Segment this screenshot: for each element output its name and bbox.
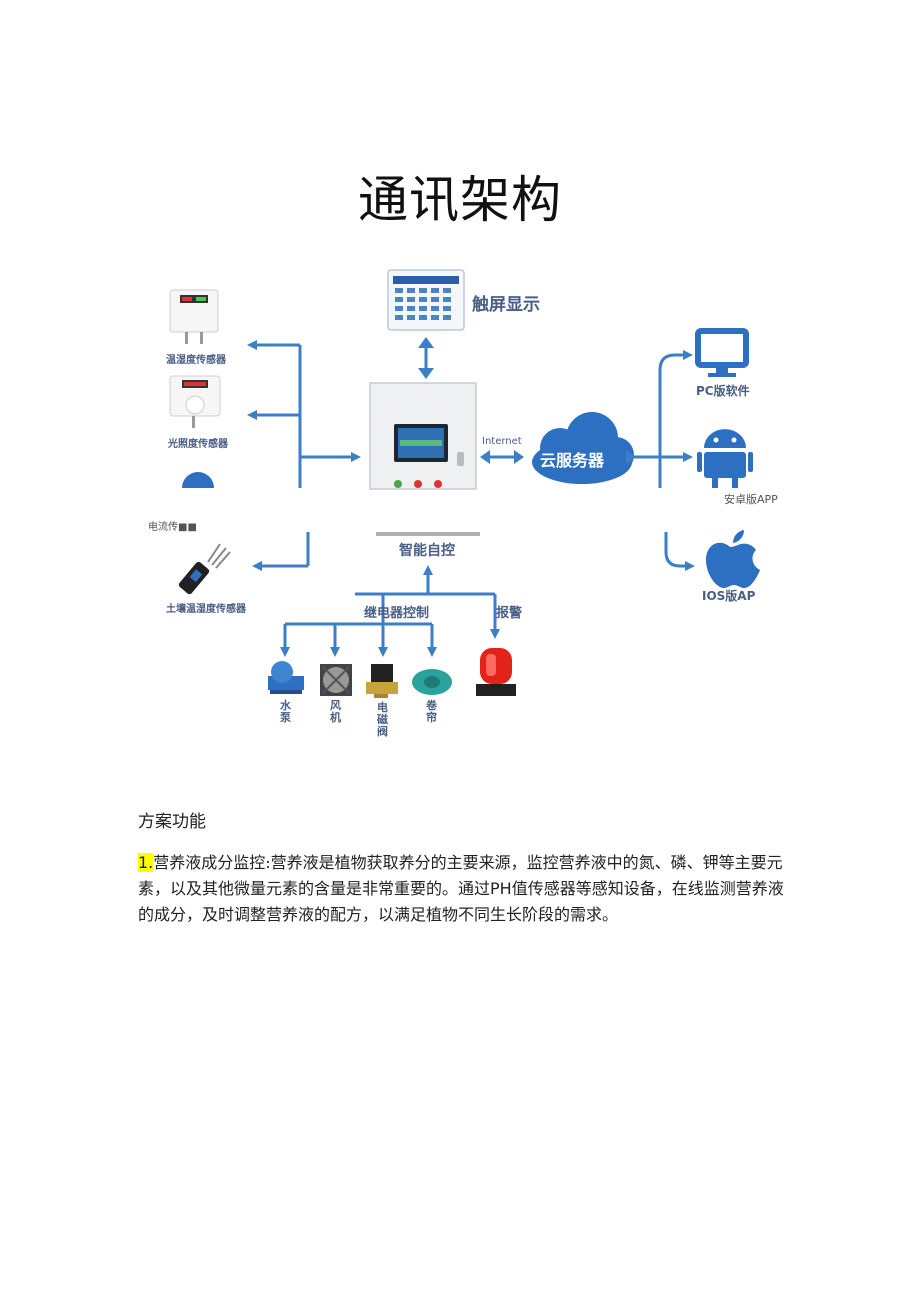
android-app-label: 安卓版APP	[724, 493, 778, 506]
smart-control-label: 智能自控	[399, 543, 455, 559]
fan-label: 风机	[330, 699, 341, 724]
current-sensor-icon	[182, 472, 214, 488]
paragraph-text-2: 值传感器等感知设备，在线监测营养液的成分，及时调整营养液的配方，以满足植物不同生…	[138, 879, 784, 924]
alarm-label: 报警	[496, 606, 523, 621]
pc-software-label: PC版软件	[696, 384, 750, 398]
internet-label: Internet	[482, 436, 522, 447]
water-pump-icon	[268, 661, 304, 694]
cloud-right-lines	[634, 350, 695, 571]
control-cabinet	[369, 382, 477, 490]
light-sensor-label: 光照度传感器	[168, 439, 228, 450]
architecture-diagram	[169, 269, 760, 698]
pc-monitor-icon	[695, 328, 749, 377]
fan-icon	[320, 664, 352, 696]
soil-sensor-icon	[178, 543, 231, 595]
relay-tree-lines	[280, 565, 500, 657]
touchscreen-device	[387, 269, 465, 331]
relay-control-label: 继电器控制	[364, 606, 430, 621]
apple-icon	[706, 530, 760, 588]
cloud-server-icon	[532, 412, 634, 484]
curtain-label: 卷帘	[426, 699, 437, 724]
light-sensor-icon	[169, 375, 221, 428]
paragraph-text-1: 营养液成分监控:营养液是植物获取养分的主要来源，监控营养液中的氮、磷、钾等主要元…	[138, 853, 783, 898]
paragraph-nutrient-monitoring: 1.营养液成分监控:营养液是植物获取养分的主要来源，监控营养液中的氮、磷、钾等主…	[138, 850, 788, 928]
solenoid-valve-label: 电磁阀	[377, 701, 388, 738]
section-heading: 方案功能	[138, 812, 206, 832]
ios-app-label: IOS版AP	[702, 589, 756, 603]
temp-humidity-sensor-label: 温湿度传感器	[166, 355, 226, 366]
cloud-server-label: 云服务器	[540, 451, 605, 470]
smart-control-bar	[376, 532, 480, 536]
touchscreen-label: 触屏显示	[472, 295, 540, 315]
water-pump-label: 水泵	[280, 699, 291, 724]
left-bus-lines	[247, 340, 361, 571]
curtain-motor-icon	[412, 669, 452, 695]
current-sensor-label: 电流传■■	[148, 522, 197, 533]
soil-sensor-label: 土壤温湿度传感器	[166, 604, 246, 615]
ph-term: PH	[490, 879, 512, 898]
list-number: 1.	[138, 853, 154, 872]
alarm-light-icon	[476, 648, 516, 696]
android-icon	[697, 429, 753, 488]
temp-humidity-sensor-icon	[169, 289, 219, 344]
page-title: 通讯架构	[358, 171, 562, 229]
solenoid-valve-icon	[366, 664, 398, 698]
